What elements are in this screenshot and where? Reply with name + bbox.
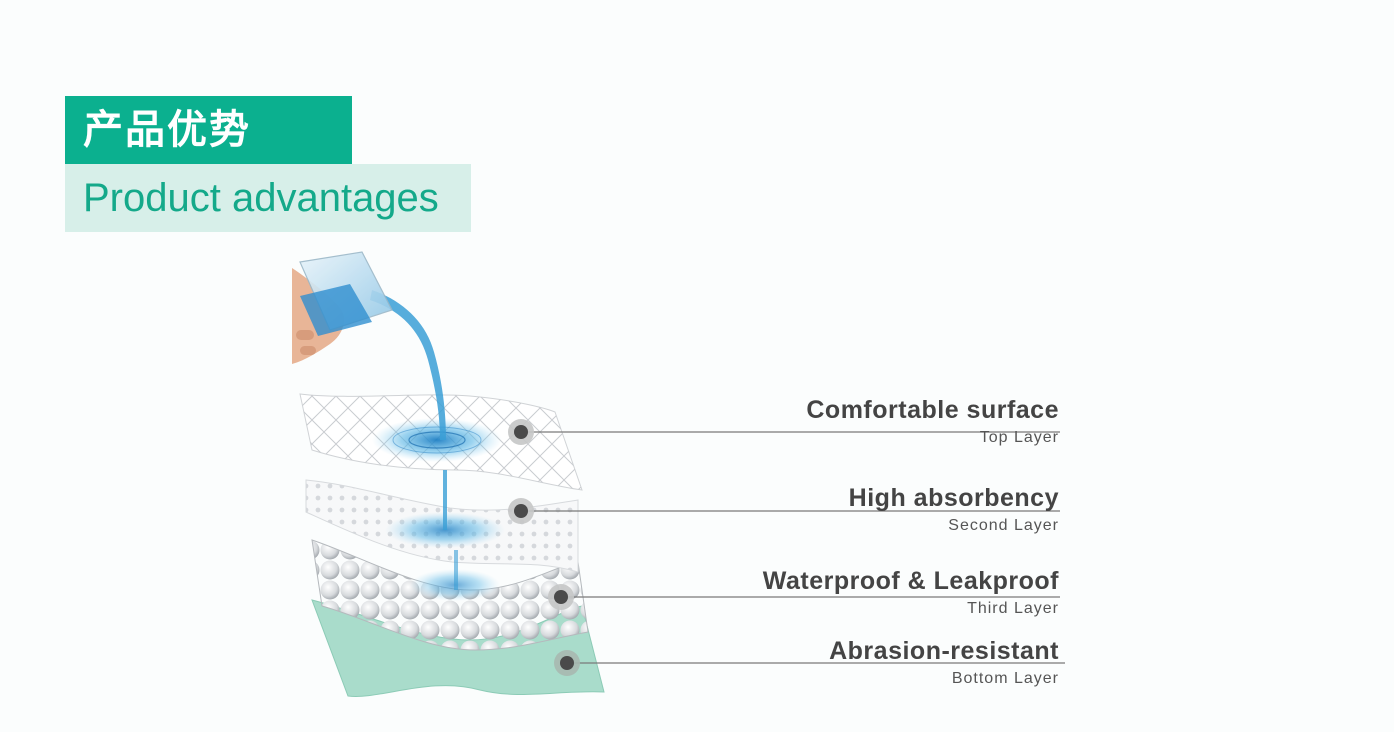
- layer-subtitle: Bottom Layer: [951, 670, 1059, 687]
- section-title-english: Product advantages: [65, 164, 471, 232]
- marker-dot-bottom: [554, 650, 580, 676]
- marker-dot-top: [508, 419, 534, 445]
- layer-subtitle: Third Layer: [967, 600, 1059, 617]
- layer-markers: [508, 419, 1065, 676]
- marker-dot-second: [508, 498, 534, 524]
- layer-subtitle: Top Layer: [979, 429, 1059, 446]
- layer-label-bottom: Abrasion-resistant Bottom Layer: [829, 637, 1059, 688]
- layer-label-third: Waterproof & Leakproof Third Layer: [763, 567, 1059, 618]
- layer-label-second: High absorbency Second Layer: [849, 484, 1059, 535]
- marker-dot-third: [548, 584, 574, 610]
- layer-title: Comfortable surface: [806, 396, 1059, 424]
- layer-title: High absorbency: [848, 484, 1059, 512]
- hand-pouring-glass: [292, 251, 393, 364]
- layer-label-top: Comfortable surface Top Layer: [806, 396, 1059, 447]
- section-title-chinese: 产品优势: [65, 96, 352, 164]
- top-layer-sheet: [299, 393, 583, 491]
- layer-title: Abrasion-resistant: [829, 637, 1059, 665]
- layer-title: Waterproof & Leakproof: [762, 567, 1059, 595]
- water-stream: [370, 290, 458, 590]
- layer-subtitle: Second Layer: [948, 517, 1059, 534]
